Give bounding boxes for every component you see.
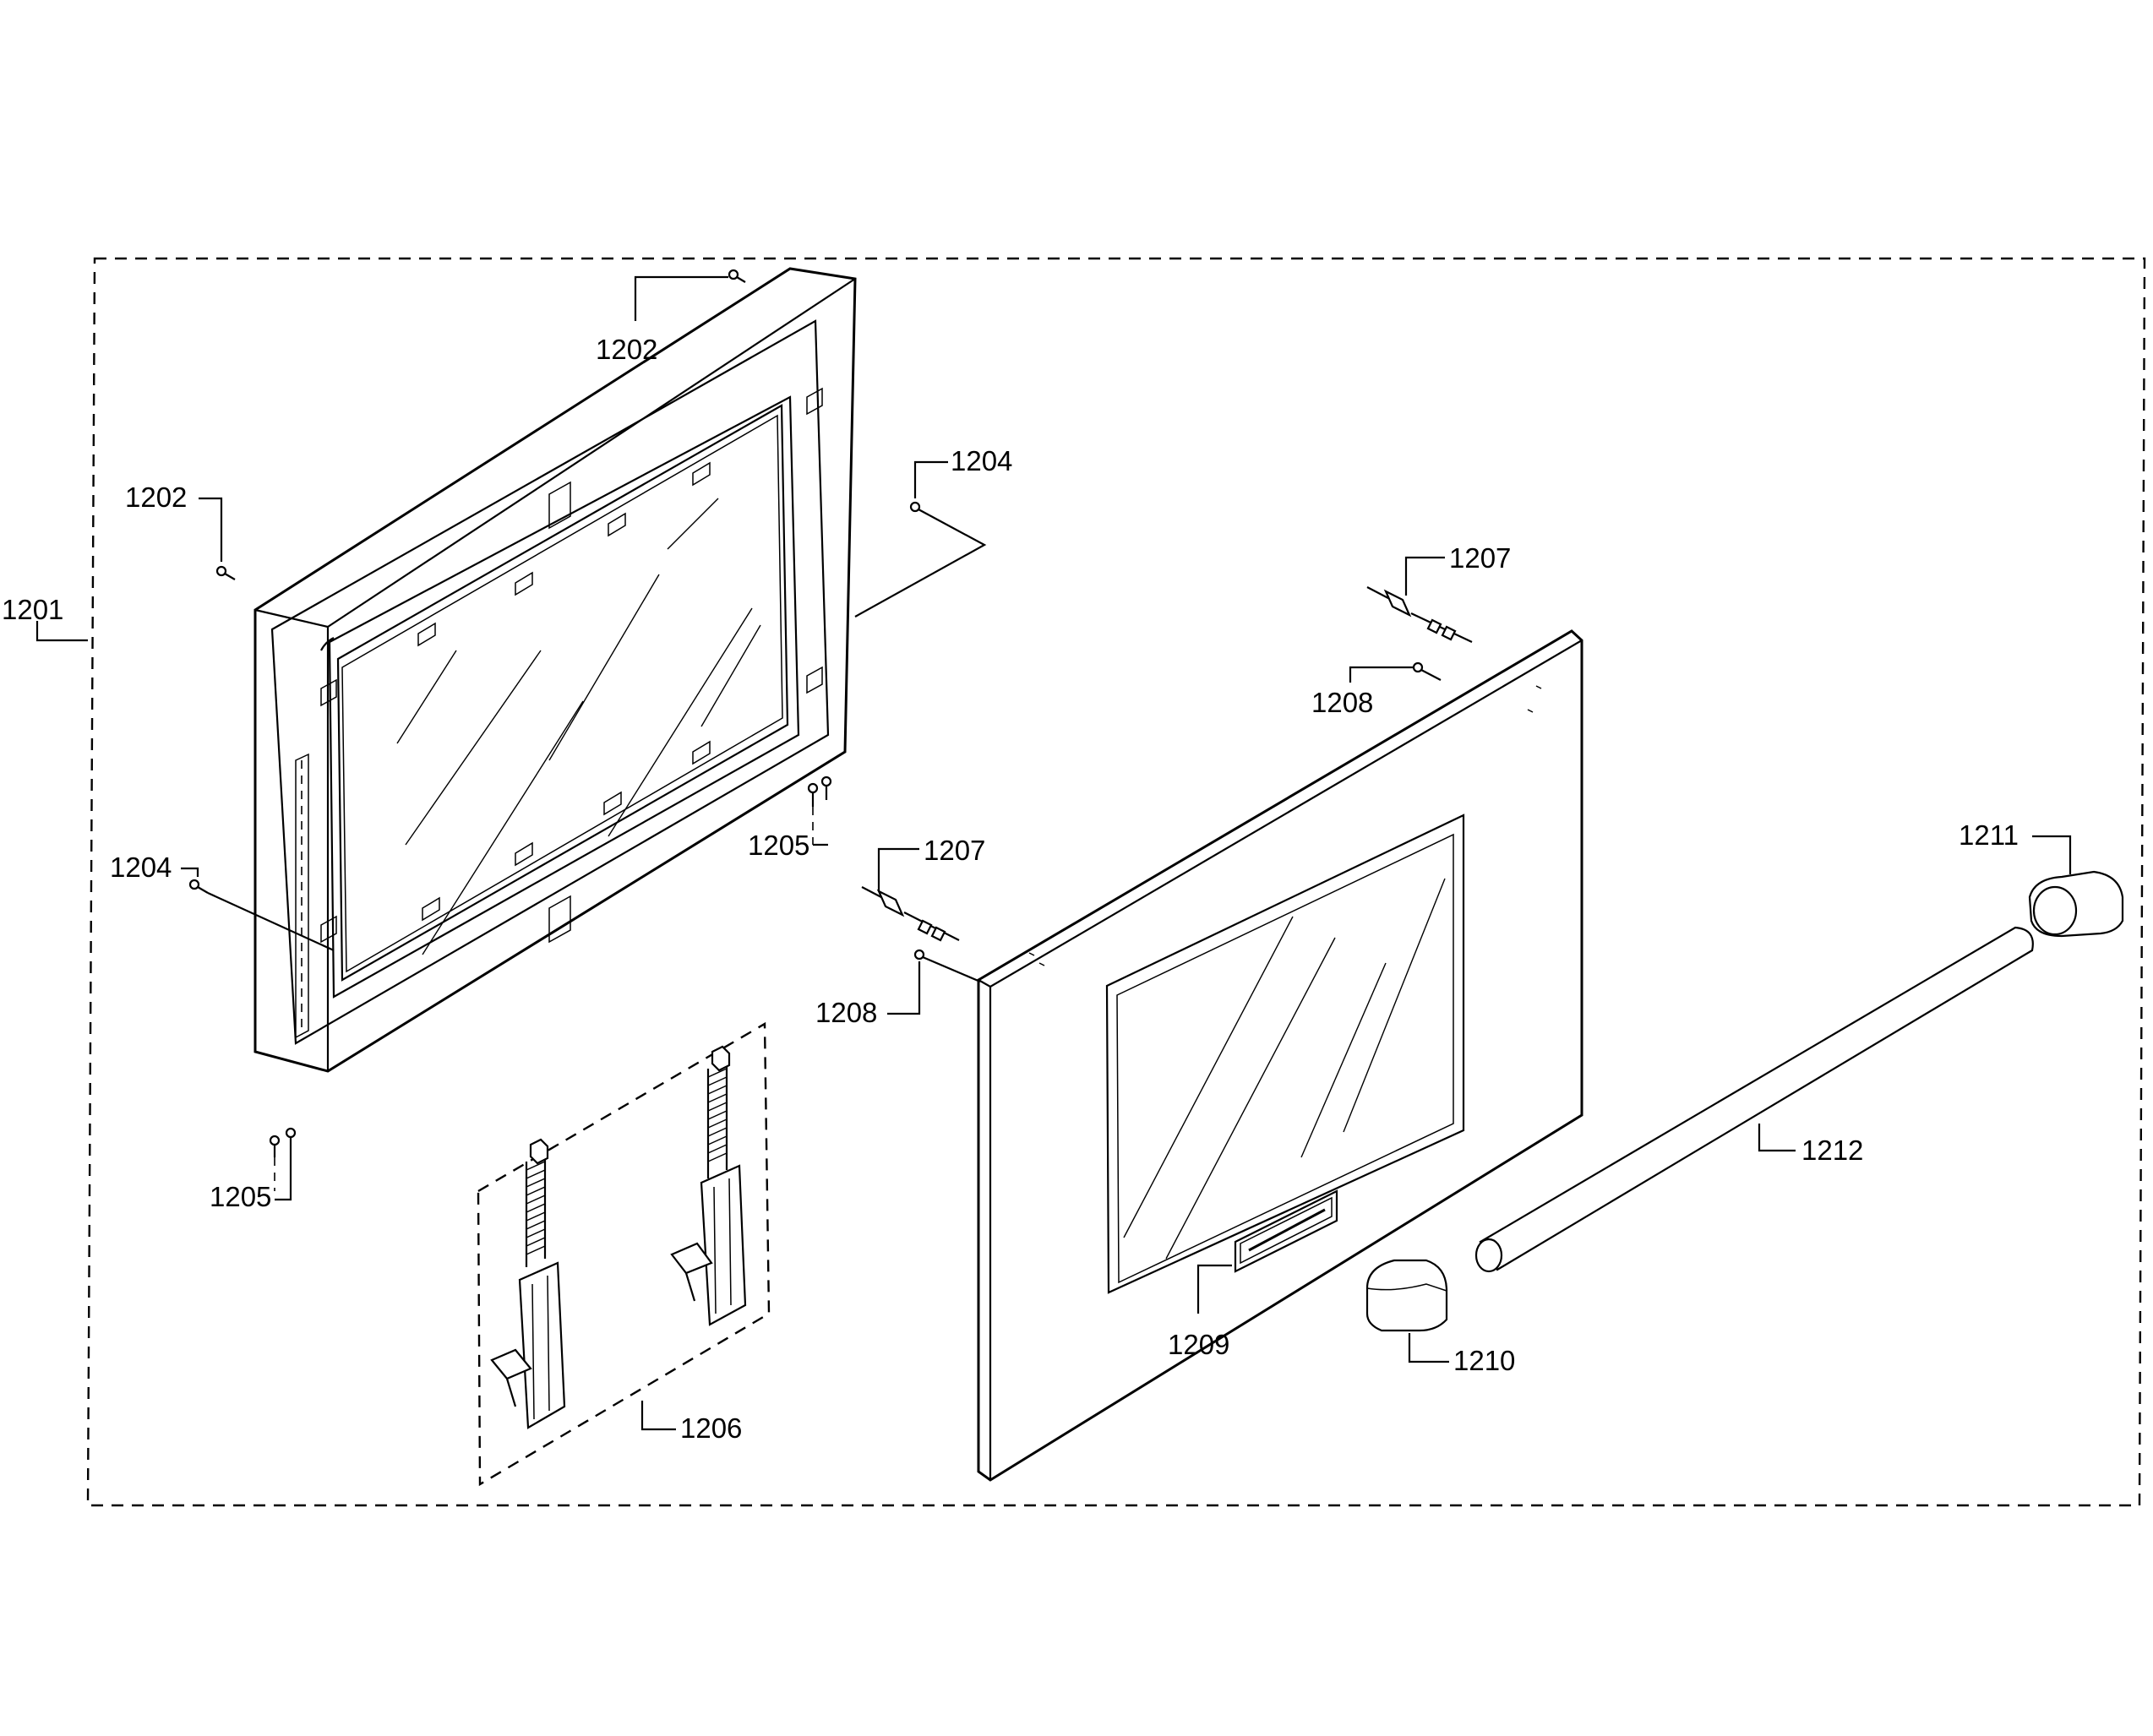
leader-1204-left [181, 867, 199, 877]
callout-1210: 1210 [1453, 1345, 1515, 1376]
leader-1206 [640, 1401, 676, 1431]
leader-1202-top [634, 275, 728, 321]
callout-1206: 1206 [680, 1412, 742, 1444]
callout-1205-left: 1205 [210, 1181, 271, 1212]
callout-1209: 1209 [1168, 1329, 1229, 1360]
callout-1204-right: 1204 [951, 445, 1012, 476]
leader-1207-mid [877, 847, 919, 891]
callout-1202-top: 1202 [596, 334, 657, 365]
screw-1205-right [807, 775, 832, 807]
leader-1204-right [913, 460, 948, 498]
hinge-right [670, 1045, 747, 1326]
leader-1202-left [199, 497, 223, 562]
leader-1207-top [1404, 556, 1445, 596]
leader-1210 [1408, 1333, 1449, 1363]
pin-1207-mid [861, 886, 960, 942]
screw-1208-mid [913, 949, 981, 983]
callout-1207-top: 1207 [1449, 542, 1511, 574]
hinge-left [490, 1138, 566, 1429]
screw-1204-right [909, 501, 930, 516]
callout-1207-mid: 1207 [924, 835, 985, 866]
assembly-boundary [86, 257, 2146, 1507]
leader-1209 [1196, 1264, 1232, 1314]
leader-1211 [2032, 835, 2072, 874]
handle-end-cap-1211 [2028, 870, 2124, 938]
callout-1204-left: 1204 [110, 852, 172, 883]
inner-door-frame [253, 267, 857, 1073]
outer-door-panel [977, 629, 1583, 1482]
pin-1207-top [1366, 586, 1473, 643]
screw-1202-left [215, 565, 236, 580]
callout-1212: 1212 [1801, 1135, 1863, 1166]
callout-1208-mid: 1208 [815, 997, 877, 1028]
leader-1208-mid [887, 961, 921, 1015]
callout-1208-top: 1208 [1311, 687, 1373, 718]
assembly-line-1204-left [207, 891, 335, 952]
leader-1205-left [275, 1150, 292, 1201]
callout-1202-left: 1202 [125, 482, 187, 513]
hinge-group-boundary [477, 1021, 771, 1487]
callout-1201: 1201 [2, 594, 63, 625]
callout-1205-right: 1205 [748, 830, 809, 861]
screw-1202-top [728, 269, 746, 283]
screw-1208-top [1412, 661, 1442, 681]
leader-1212 [1758, 1124, 1796, 1152]
screw-1205-left [269, 1127, 297, 1157]
screw-1204-left [188, 879, 209, 894]
handle-bar-1212 [1474, 926, 2034, 1273]
assembly-line-1204-right [854, 514, 987, 618]
callout-1211: 1211 [1959, 819, 2019, 851]
leader-1208-top [1349, 666, 1413, 683]
handle-end-cap-1210 [1365, 1259, 1448, 1332]
leader-1201 [35, 621, 88, 642]
